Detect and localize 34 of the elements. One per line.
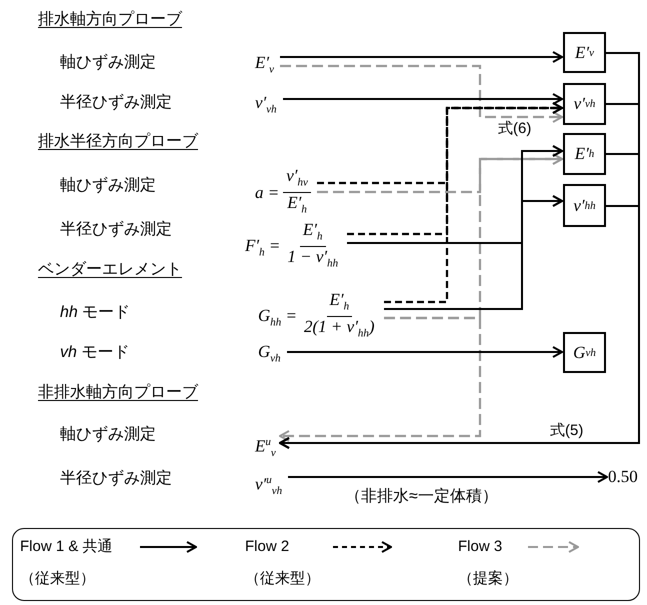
symbol: E′$_{v}$ [255, 53, 274, 80]
section-heading: 排水軸方向プローブ [38, 10, 182, 30]
symbol: ν′$_{vh}$ [255, 93, 277, 120]
value-label: 0.50 [608, 467, 638, 487]
dashed-arrow [279, 316, 482, 442]
section-heading: 排水半径方向プローブ [38, 132, 198, 152]
edge-label: 式(6) [496, 120, 534, 137]
label: （非排水≈一定体積） [345, 487, 498, 507]
label: 半径ひずみ測定 [60, 220, 172, 240]
edge-label: 式(5) [548, 422, 586, 439]
symbol: G$_{vh}$ [258, 342, 281, 368]
arrow [288, 471, 608, 483]
label: vh モード [60, 343, 130, 363]
label: 半径ひずみ測定 [60, 469, 172, 489]
arrow [287, 346, 563, 358]
section-heading: 非排水軸方向プローブ [38, 383, 198, 403]
label: 軸ひずみ測定 [60, 425, 156, 445]
label: 半径ひずみ測定 [60, 93, 172, 113]
label: 軸ひずみ測定 [60, 53, 156, 73]
arrow [384, 195, 563, 310]
arrow [283, 93, 563, 105]
legend-text: Flow 2（従来型） [245, 537, 321, 589]
arrow [280, 51, 563, 63]
dashed-arrow [280, 64, 563, 123]
label: hh モード [60, 303, 130, 323]
section-heading: ベンダーエレメント [38, 260, 182, 280]
label: 軸ひずみ測定 [60, 176, 156, 196]
dashed-arrow [384, 102, 563, 304]
formula: F′$_{h}$ = E′$_{h}$ 1 − ν′$_{hh}$ [245, 220, 342, 274]
formula: G$_{hh}$ = E′$_{h}$ 2(1 + ν′$_{hh}$) [258, 290, 378, 344]
arrow [279, 205, 640, 449]
legend-text: Flow 3（提案） [458, 537, 519, 589]
formula: a = ν′$_{hv}$ E′$_{h}$ [255, 166, 311, 220]
legend-text: Flow 1 & 共通（従来型） [20, 537, 114, 589]
